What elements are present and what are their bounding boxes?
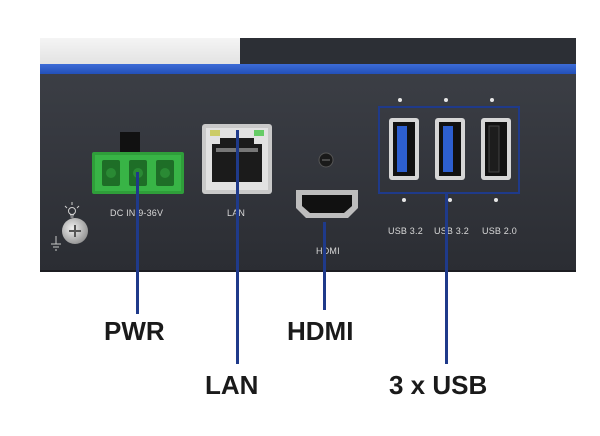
usb1-port-label: USB 3.2: [388, 226, 423, 236]
usb-port-1: [389, 118, 419, 180]
usb2-port-label: USB 3.2: [434, 226, 469, 236]
hdmi-screw-icon: [318, 152, 334, 168]
lan-callout-line: [236, 130, 239, 364]
hdmi-callout-label: HDMI: [287, 316, 354, 346]
usb-callout-label: 3 x USB: [389, 370, 488, 400]
lan-callout-label: LAN: [205, 370, 259, 400]
screw-icon: [62, 218, 88, 244]
io-panel: DC IN 9-36V LAN HDMI: [40, 74, 576, 272]
usb-callout-line: [445, 194, 448, 364]
lan-port-label: LAN: [227, 208, 245, 218]
chassis-top-light: [40, 38, 240, 64]
device-rear-panel: DC IN 9-36V LAN HDMI: [40, 38, 576, 272]
led-icon: [64, 202, 80, 218]
usb-port-3: [481, 118, 511, 180]
hdmi-port-label: HDMI: [316, 246, 340, 256]
pwr-callout-line: [136, 172, 139, 314]
ground-icon: [51, 236, 61, 251]
chassis-top-dark: [240, 38, 576, 64]
hdmi-port: [296, 190, 358, 218]
accent-stripe: [40, 64, 576, 74]
pwr-callout-label: PWR: [104, 316, 165, 346]
usb-highlight-box: [378, 106, 520, 194]
usb-port-2: [435, 118, 465, 180]
usb3-port-label: USB 2.0: [482, 226, 517, 236]
hdmi-callout-line: [323, 222, 326, 310]
